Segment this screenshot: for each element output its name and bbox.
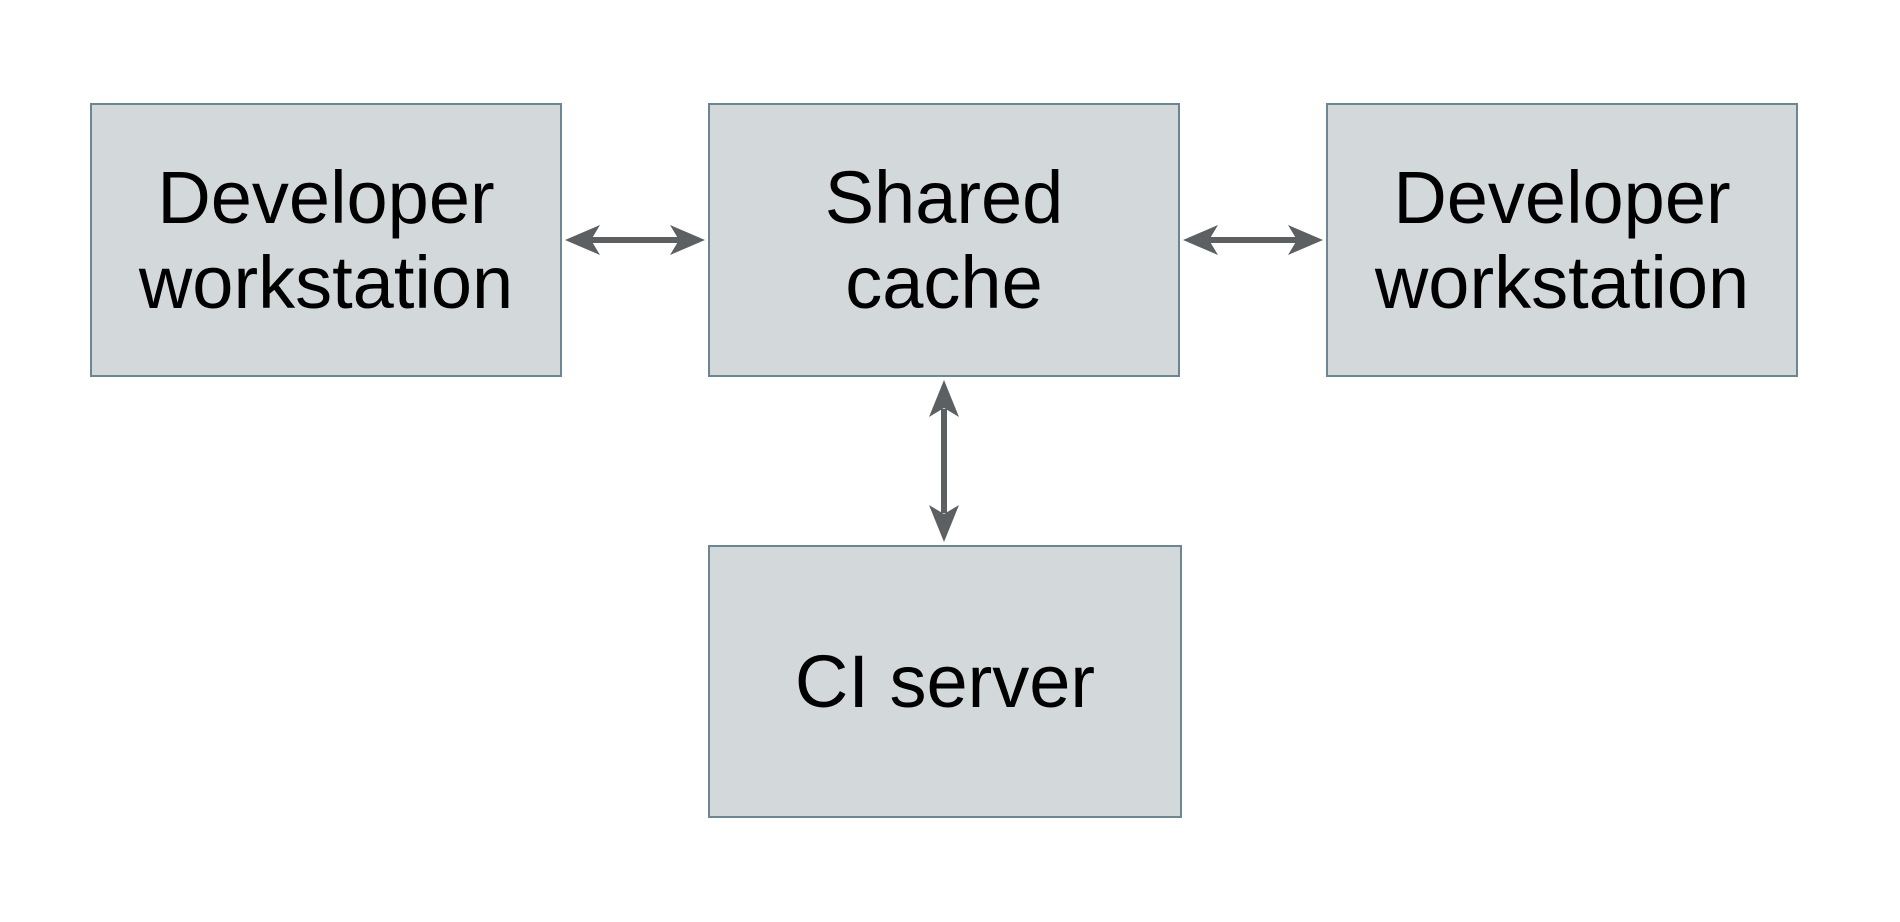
node-label-developer-workstation-right: Developer workstation	[1374, 155, 1750, 324]
node-label-ci-server: CI server	[794, 639, 1096, 723]
node-shared-cache: Shared cache	[708, 103, 1180, 377]
node-developer-workstation-right: Developer workstation	[1326, 103, 1798, 377]
node-developer-workstation-left: Developer workstation	[90, 103, 562, 377]
node-label-developer-workstation-left: Developer workstation	[138, 155, 514, 324]
node-ci-server: CI server	[708, 545, 1182, 818]
bidirectional-arrow-left-workstation-cache-icon	[565, 225, 705, 255]
node-label-shared-cache: Shared cache	[824, 155, 1064, 324]
bidirectional-arrow-cache-ci-server-icon	[929, 380, 959, 542]
bidirectional-arrow-cache-right-workstation-icon	[1183, 225, 1323, 255]
